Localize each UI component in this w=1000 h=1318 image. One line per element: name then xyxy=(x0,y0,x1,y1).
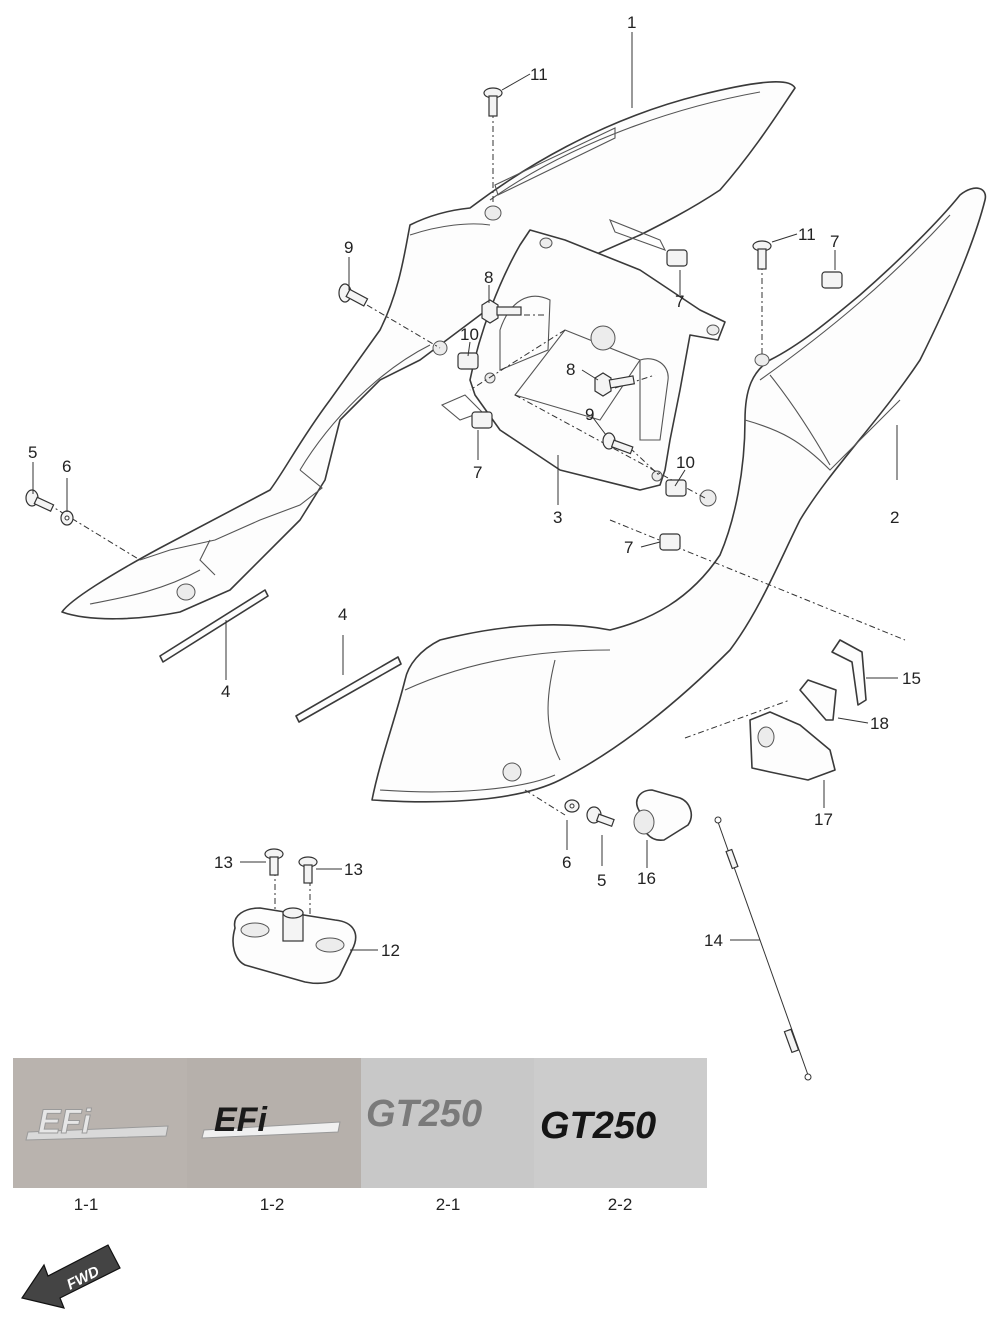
callout-3: 3 xyxy=(553,508,562,527)
hardware xyxy=(25,87,843,828)
callout-13-left: 13 xyxy=(214,853,233,872)
screw-11-right xyxy=(752,240,772,270)
callout-18: 18 xyxy=(870,714,889,733)
emblem-photo-2-1 xyxy=(361,1058,534,1188)
grommet-block xyxy=(232,907,357,985)
nut-7-a xyxy=(666,249,688,267)
washer-6-right xyxy=(564,799,580,813)
screw-13-left xyxy=(264,848,284,876)
callout-labels: 1 2 3 4 4 5 5 6 6 7 7 7 7 8 8 9 9 10 10 … xyxy=(28,13,921,960)
emblem-photo-2-2 xyxy=(534,1058,707,1188)
bolt-8-top xyxy=(481,299,522,324)
nut-7-c xyxy=(471,411,493,429)
callout-7-a: 7 xyxy=(830,232,839,251)
callout-13-right: 13 xyxy=(344,860,363,879)
forward-direction-arrow: FWD xyxy=(21,1244,121,1309)
callout-7-d: 7 xyxy=(624,538,633,557)
callout-11-right: 11 xyxy=(798,225,816,244)
screw-5-left xyxy=(25,489,55,513)
callout-6-left: 6 xyxy=(62,457,71,476)
callout-15: 15 xyxy=(902,669,921,688)
emblem-logo-1-1: EFi xyxy=(38,1103,92,1141)
callout-1: 1 xyxy=(627,13,636,32)
callout-8-top: 8 xyxy=(484,268,493,287)
callout-10-right: 10 xyxy=(676,453,695,472)
screw-9-left xyxy=(338,283,369,307)
emblem-caption-2-2: 2-2 xyxy=(608,1195,633,1214)
nut-10-b xyxy=(665,479,687,497)
callout-7-c: 7 xyxy=(473,463,482,482)
center-bracket xyxy=(440,219,726,491)
emblem-logo-2-2: GT250 xyxy=(540,1105,656,1147)
emblem-photo-1-1 xyxy=(13,1058,187,1188)
emblem-logo-1-2: EFi xyxy=(214,1101,268,1139)
callout-4-right: 4 xyxy=(338,605,347,624)
screw-11-top xyxy=(483,87,503,117)
callout-5-left: 5 xyxy=(28,443,37,462)
callout-4-left: 4 xyxy=(221,682,230,701)
screw-5-right xyxy=(586,806,615,828)
callout-8-mid: 8 xyxy=(566,360,575,379)
emblem-caption-1-1: 1-1 xyxy=(74,1195,99,1214)
callout-6-right: 6 xyxy=(562,853,571,872)
emblem-logo-2-1: GT250 xyxy=(366,1093,482,1135)
emblem-caption-2-1: 2-1 xyxy=(436,1195,461,1214)
washer-6-left xyxy=(60,510,74,526)
nut-7-d xyxy=(659,533,681,551)
callout-11-top: 11 xyxy=(530,65,548,84)
rubber-strip-left xyxy=(159,589,269,663)
callout-17: 17 xyxy=(814,810,833,829)
right-side-cover xyxy=(371,187,987,803)
emblem-captions: 1-1 1-2 2-1 2-2 xyxy=(74,1195,633,1214)
callout-14: 14 xyxy=(704,931,723,950)
emblem-photo-strip: EFi EFi GT250 GT250 xyxy=(13,1058,707,1188)
callout-12: 12 xyxy=(381,941,400,960)
callout-2: 2 xyxy=(890,508,899,527)
screw-13-right xyxy=(298,856,318,884)
leader-lines xyxy=(32,32,898,951)
lock-assembly xyxy=(633,639,867,841)
callout-5-right: 5 xyxy=(597,871,606,890)
callout-16: 16 xyxy=(637,869,656,888)
callout-9-mid: 9 xyxy=(585,405,594,424)
nut-7-b xyxy=(821,271,843,289)
seat-lock-cable xyxy=(714,816,812,1081)
callout-10-left: 10 xyxy=(460,325,479,344)
bolt-8-mid xyxy=(594,372,636,397)
left-side-cover xyxy=(61,81,796,620)
callout-7-b: 7 xyxy=(675,292,684,311)
emblem-caption-1-2: 1-2 xyxy=(260,1195,285,1214)
screw-9-mid xyxy=(602,432,634,455)
callout-9-left: 9 xyxy=(344,238,353,257)
rubber-strip-right xyxy=(295,656,402,723)
